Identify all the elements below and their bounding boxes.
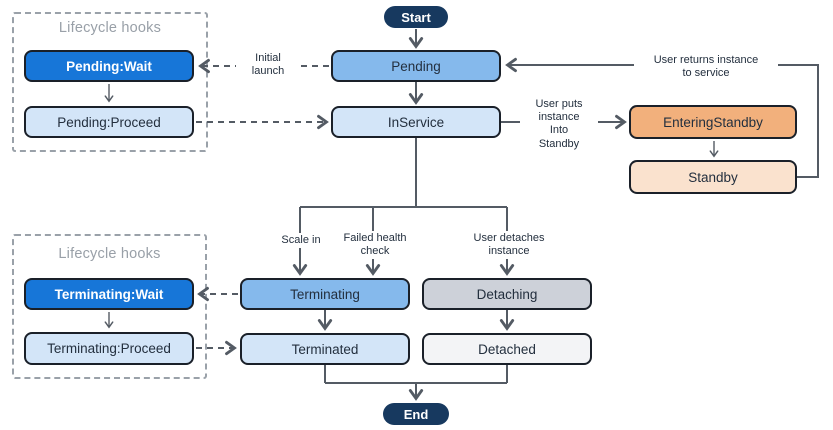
node-pending-wait: Pending:Wait: [24, 50, 194, 82]
node-terminating-proceed: Terminating:Proceed: [24, 332, 194, 365]
node-detached: Detached: [422, 333, 592, 365]
edge-label-user-puts-standby: User puts instance Into Standby: [520, 97, 598, 152]
edge-label-failed-health: Failed health check: [329, 231, 421, 260]
edge-label-initial-launch: Initial launch: [236, 51, 300, 80]
edge-label-scale-in: Scale in: [272, 233, 330, 249]
edge-label-user-returns: User returns instance to service: [634, 53, 778, 82]
node-terminating-wait: Terminating:Wait: [24, 278, 194, 310]
node-inservice: InService: [331, 106, 501, 138]
node-terminating: Terminating: [240, 278, 410, 310]
node-detaching: Detaching: [422, 278, 592, 310]
node-standby: Standby: [629, 160, 797, 194]
terminating-hooks-title: Lifecycle hooks: [58, 246, 161, 262]
end-node: End: [383, 403, 449, 425]
pending-hooks-title: Lifecycle hooks: [58, 20, 162, 36]
node-pending-proceed: Pending:Proceed: [24, 106, 194, 138]
edge-label-user-detaches: User detaches instance: [462, 231, 556, 260]
node-pending: Pending: [331, 50, 501, 82]
node-terminated: Terminated: [240, 333, 410, 365]
start-node: Start: [384, 6, 448, 28]
node-entering-standby: EnteringStandby: [629, 105, 797, 139]
